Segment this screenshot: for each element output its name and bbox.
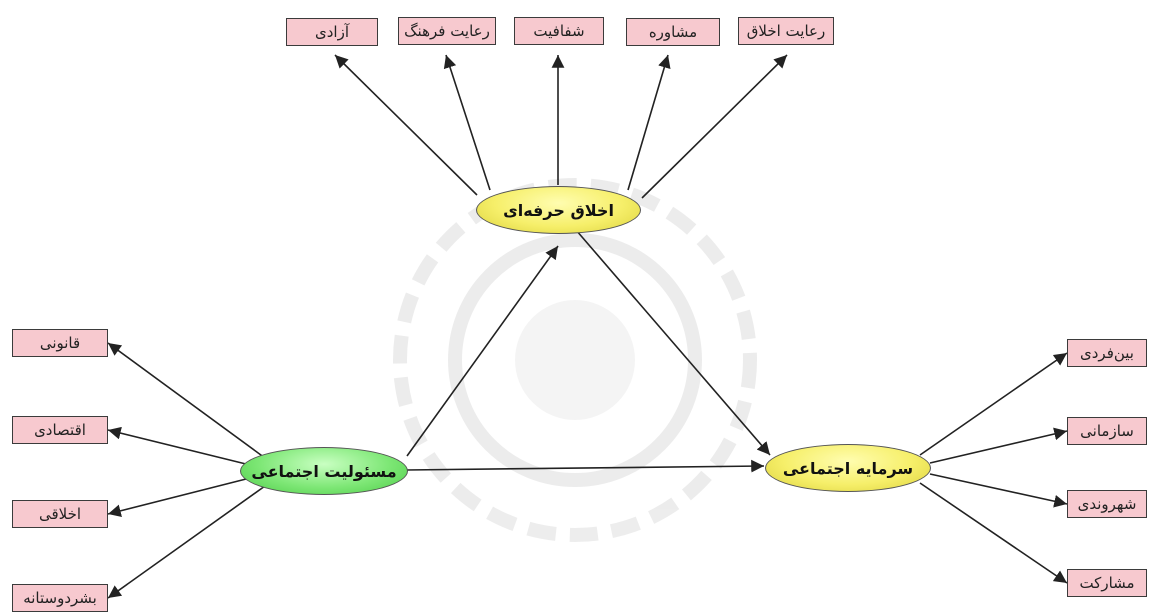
edges-responsibility-to-left [107, 342, 266, 599]
node-economic: اقتصادی [12, 416, 108, 444]
node-ethical: اخلاقی [12, 500, 108, 528]
edges-ethics-to-top [334, 54, 788, 199]
node-citizenship: شهروندی [1067, 490, 1147, 518]
node-consultation: مشاوره [626, 18, 720, 46]
node-legal: قانونی [12, 329, 108, 357]
watermark-rosette [393, 178, 757, 542]
edges-central [405, 229, 771, 473]
node-professional-ethics: اخلاق حرفه‌ای [476, 186, 641, 234]
node-philanthropic: بشردوستانه [12, 584, 108, 612]
node-freedom: آزادی [286, 18, 378, 46]
node-social-responsibility: مسئولیت اجتماعی [240, 447, 408, 495]
node-participation: مشارکت [1067, 569, 1147, 597]
node-cultural-respect: رعایت فرهنگ [398, 17, 496, 45]
edges-capital-to-right [919, 352, 1068, 584]
node-organizational: سازمانی [1067, 417, 1147, 445]
node-transparency: شفافیت [514, 17, 604, 45]
node-interpersonal: بین‌فردی [1067, 339, 1147, 367]
node-ethical-observance: رعایت اخلاق [738, 17, 834, 45]
node-social-capital: سرمایه اجتماعی [765, 444, 931, 492]
